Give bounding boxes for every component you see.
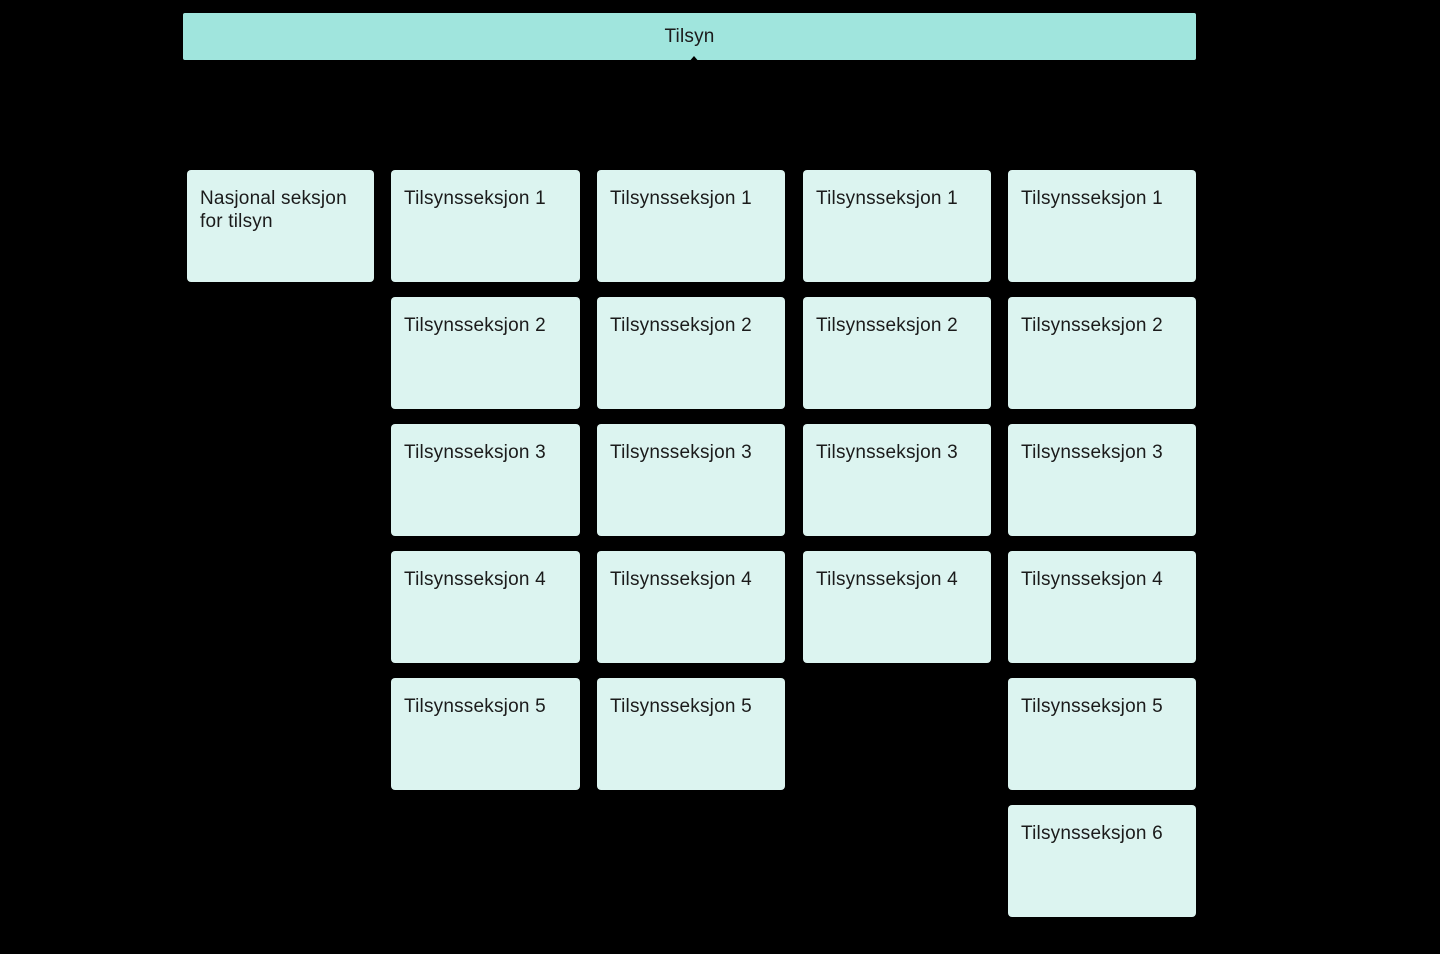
org-box: Tilsynsseksjon 4 bbox=[597, 551, 785, 663]
org-box-label: Tilsynsseksjon 4 bbox=[404, 569, 546, 590]
org-box-label: Tilsynsseksjon 5 bbox=[610, 696, 752, 717]
org-box-label: Tilsynsseksjon 4 bbox=[816, 569, 958, 590]
org-column-4: Tilsynsseksjon 1 Tilsynsseksjon 2 Tilsyn… bbox=[803, 170, 991, 663]
org-box: Tilsynsseksjon 1 bbox=[597, 170, 785, 282]
org-box: Tilsynsseksjon 3 bbox=[597, 424, 785, 536]
org-box-label: Nasjonal seksjon for tilsyn bbox=[200, 188, 347, 233]
org-box-label: Tilsynsseksjon 1 bbox=[404, 188, 546, 209]
org-box-label: Tilsynsseksjon 5 bbox=[404, 696, 546, 717]
org-box-label: Tilsynsseksjon 1 bbox=[1021, 188, 1163, 209]
org-box: Tilsynsseksjon 4 bbox=[391, 551, 580, 663]
org-box: Tilsynsseksjon 1 bbox=[391, 170, 580, 282]
org-root-label: Tilsyn bbox=[664, 25, 715, 47]
org-box-label: Tilsynsseksjon 1 bbox=[816, 188, 958, 209]
org-box: Tilsynsseksjon 2 bbox=[391, 297, 580, 409]
org-box: Tilsynsseksjon 1 bbox=[803, 170, 991, 282]
org-box: Tilsynsseksjon 1 bbox=[1008, 170, 1196, 282]
org-root-bar: Tilsyn bbox=[183, 13, 1196, 60]
org-box: Tilsynsseksjon 4 bbox=[1008, 551, 1196, 663]
org-box-label: Tilsynsseksjon 2 bbox=[816, 315, 958, 336]
org-box: Tilsynsseksjon 3 bbox=[1008, 424, 1196, 536]
org-box: Tilsynsseksjon 3 bbox=[391, 424, 580, 536]
org-column-2: Tilsynsseksjon 1 Tilsynsseksjon 2 Tilsyn… bbox=[391, 170, 580, 790]
org-box: Tilsynsseksjon 5 bbox=[1008, 678, 1196, 790]
org-box: Tilsynsseksjon 2 bbox=[803, 297, 991, 409]
org-box-label: Tilsynsseksjon 1 bbox=[610, 188, 752, 209]
org-box: Tilsynsseksjon 2 bbox=[1008, 297, 1196, 409]
org-box: Tilsynsseksjon 5 bbox=[391, 678, 580, 790]
org-box-label: Tilsynsseksjon 3 bbox=[816, 442, 958, 463]
org-box-label: Tilsynsseksjon 3 bbox=[1021, 442, 1163, 463]
org-box-label: Tilsynsseksjon 6 bbox=[1021, 823, 1163, 844]
org-box-label: Tilsynsseksjon 4 bbox=[1021, 569, 1163, 590]
org-column-1: Nasjonal seksjon for tilsyn bbox=[187, 170, 374, 282]
org-box-label: Tilsynsseksjon 2 bbox=[1021, 315, 1163, 336]
org-box-label: Tilsynsseksjon 3 bbox=[610, 442, 752, 463]
org-box: Tilsynsseksjon 6 bbox=[1008, 805, 1196, 917]
org-column-5: Tilsynsseksjon 1 Tilsynsseksjon 2 Tilsyn… bbox=[1008, 170, 1196, 917]
org-box-label: Tilsynsseksjon 5 bbox=[1021, 696, 1163, 717]
org-box-label: Tilsynsseksjon 2 bbox=[404, 315, 546, 336]
org-box: Tilsynsseksjon 5 bbox=[597, 678, 785, 790]
org-box-label: Tilsynsseksjon 4 bbox=[610, 569, 752, 590]
org-box: Tilsynsseksjon 4 bbox=[803, 551, 991, 663]
connector-arrow-icon bbox=[688, 56, 700, 63]
org-column-3: Tilsynsseksjon 1 Tilsynsseksjon 2 Tilsyn… bbox=[597, 170, 785, 790]
org-box: Nasjonal seksjon for tilsyn bbox=[187, 170, 374, 282]
org-box: Tilsynsseksjon 3 bbox=[803, 424, 991, 536]
org-box: Tilsynsseksjon 2 bbox=[597, 297, 785, 409]
org-box-label: Tilsynsseksjon 2 bbox=[610, 315, 752, 336]
org-box-label: Tilsynsseksjon 3 bbox=[404, 442, 546, 463]
